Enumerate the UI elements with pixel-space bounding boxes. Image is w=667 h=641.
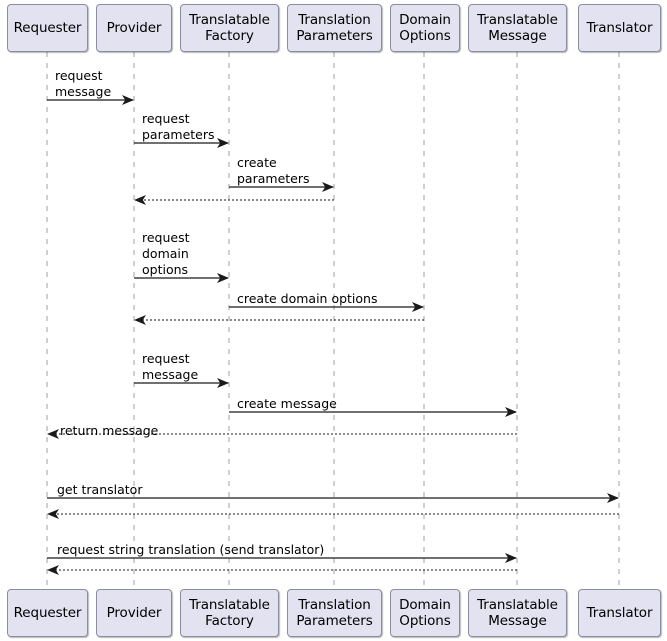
participant-translatable_message-header[interactable]: Translatable Message [468, 4, 567, 52]
participant-translatable_message-footer[interactable]: Translatable Message [468, 589, 567, 637]
participant-translatable_factory-footer[interactable]: Translatable Factory [180, 589, 279, 637]
participant-domain_options-header[interactable]: Domain Options [390, 4, 460, 52]
participant-provider-header[interactable]: Provider [96, 4, 172, 52]
message-label-2: create parameters [237, 155, 310, 186]
message-label-5: create domain options [237, 291, 378, 306]
lifeline-group [46, 52, 620, 589]
message-arrow-group [47, 95, 619, 575]
participant-domain_options-footer[interactable]: Domain Options [390, 589, 460, 637]
participant-requester-footer[interactable]: Requester [7, 589, 88, 637]
participant-translation_parameters-footer[interactable]: Translation Parameters [287, 589, 382, 637]
participant-provider-footer[interactable]: Provider [96, 589, 172, 637]
participant-translator-header[interactable]: Translator [578, 4, 661, 52]
participant-translator-footer[interactable]: Translator [578, 589, 661, 637]
participant-translatable_factory-header[interactable]: Translatable Factory [180, 4, 279, 52]
participant-requester-header[interactable]: Requester [7, 4, 88, 52]
message-label-7: request message [142, 351, 199, 382]
message-label-9: return message [60, 423, 159, 438]
message-label-4: request domain options [142, 230, 190, 277]
message-label-10: get translator [57, 482, 143, 497]
message-label-0: request message [55, 68, 112, 99]
participant-translation_parameters-header[interactable]: Translation Parameters [287, 4, 382, 52]
message-label-8: create message [237, 396, 337, 411]
message-label-1: request parameters [142, 111, 215, 142]
message-label-12: request string translation (send transla… [57, 542, 325, 557]
